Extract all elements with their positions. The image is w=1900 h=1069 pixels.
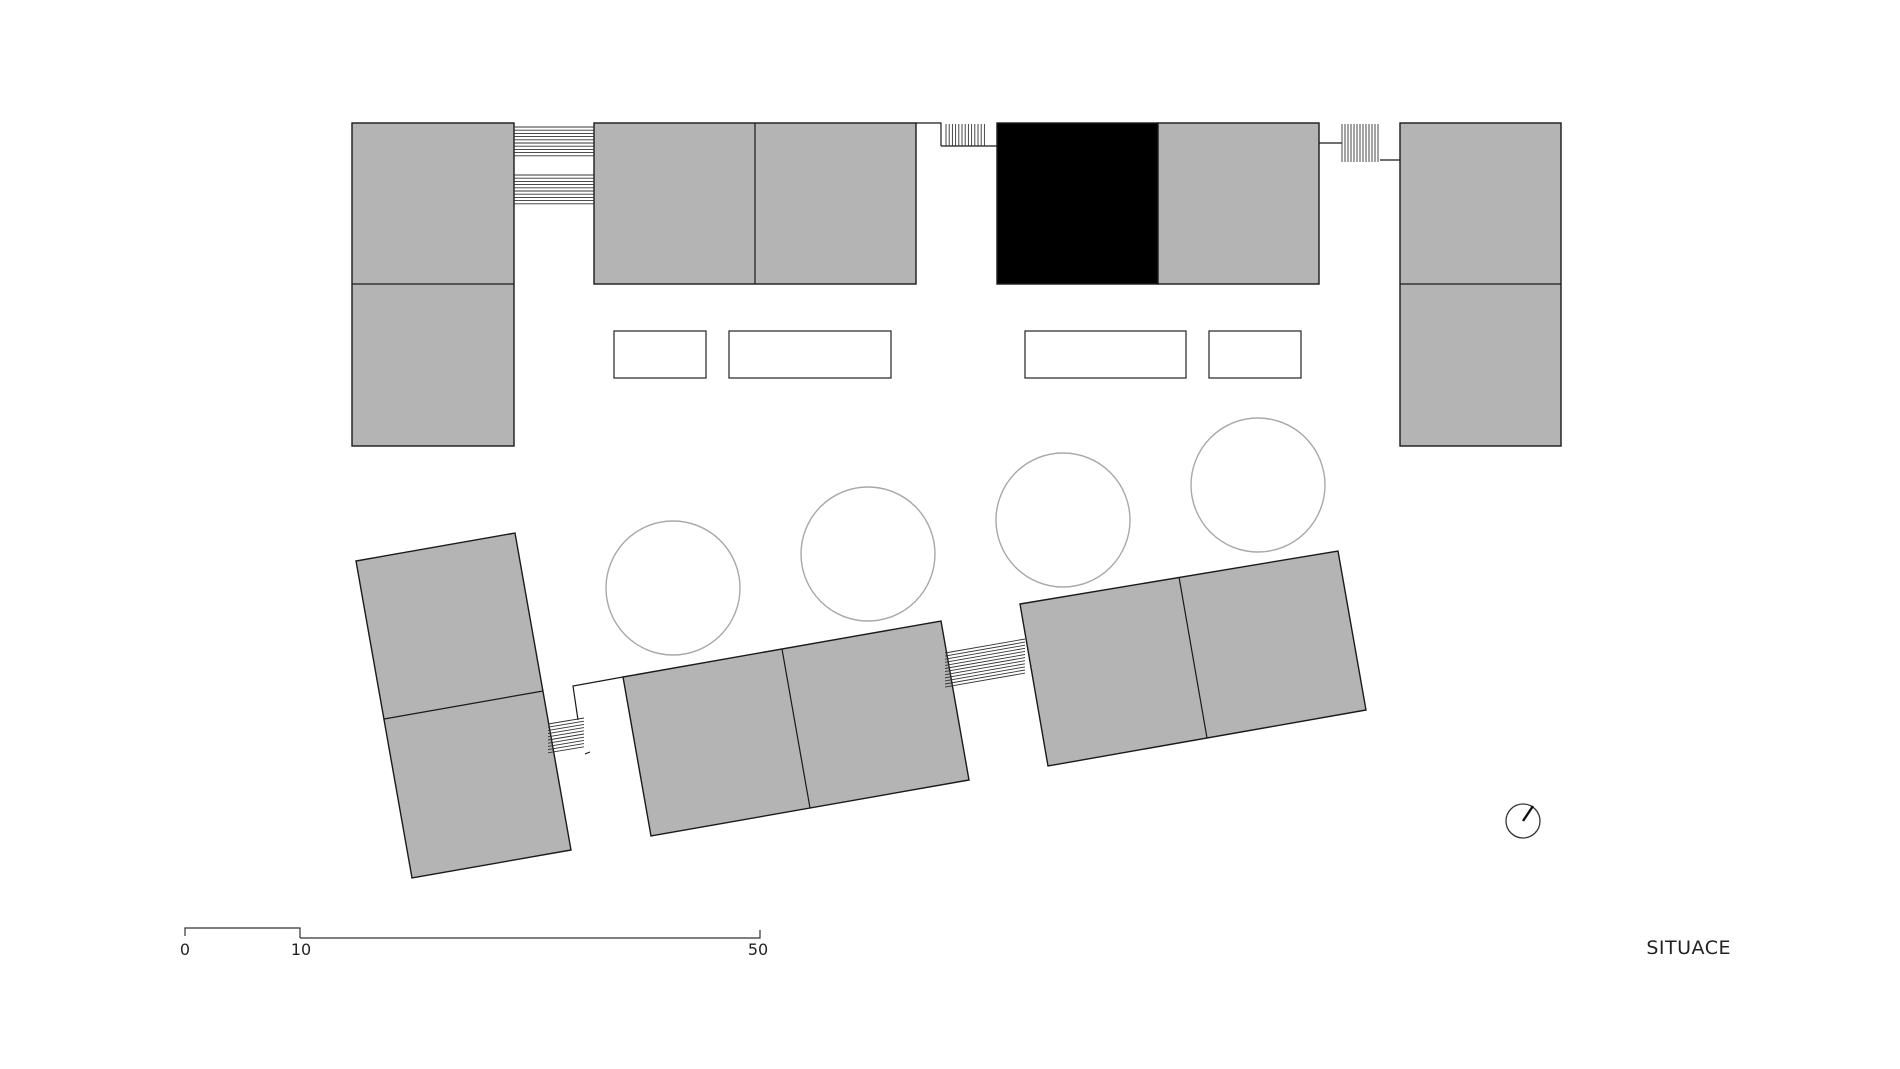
walkway-rail [584,751,591,755]
building-upper-center-right [1157,122,1320,285]
planter-bed [613,330,707,379]
upper-building-group [351,122,1562,447]
stair-tread [944,663,1026,679]
upper-stair-east [1319,124,1400,162]
stair-tread [944,657,1026,673]
drawing-title: SITUACE [1646,937,1731,959]
lower-building-group [355,532,1367,879]
stair-tread [944,660,1026,676]
stair-tread [547,727,585,735]
building-highlighted [996,122,1159,285]
building-lower-west-divider [383,690,544,720]
tree-canopy [800,486,936,622]
upper-stair-west [514,126,594,205]
scale-bar-segment [184,927,301,938]
trees [605,417,1326,656]
stair-tread [944,650,1026,666]
stair-tread [547,736,585,744]
upper-walkway-center [916,122,997,147]
walkway-rail [916,122,942,146]
walkway-rail [572,676,624,721]
stair-tread [944,672,1026,688]
stair-tread [944,666,1026,682]
north-arrow-icon [1505,803,1541,839]
stair-tread [944,638,1026,654]
stair-tread [547,733,585,741]
scale-bar: 0 10 50 [180,927,768,959]
stair-tread [944,654,1026,669]
planter-bed [1024,330,1187,379]
planter-bed [1208,330,1302,379]
building-lower-east-divider [1178,576,1208,739]
scale-label-10: 10 [291,940,311,959]
scale-bar-segment [300,930,761,939]
lower-stair-east [944,638,1026,688]
stair-tread [547,746,585,754]
tree-canopy [605,520,741,656]
stair-tread [944,641,1026,657]
scale-label-50: 50 [748,940,768,959]
planter-bed [728,330,892,379]
building-lower-center-divider [781,648,811,809]
stair-tread [944,647,1026,663]
stair-tread [547,717,585,725]
stair-tread [944,644,1026,660]
stair-tread [547,739,585,747]
stair-tread [547,743,585,751]
scale-label-0: 0 [180,940,190,959]
stair-tread [944,669,1026,685]
tree-canopy [995,452,1131,588]
lower-stair-west [547,676,624,755]
stair-tread [547,720,585,728]
planter-beds [613,330,1302,379]
tree-canopy [1190,417,1326,553]
stair-tread [547,723,585,731]
stair-tread [547,730,585,738]
